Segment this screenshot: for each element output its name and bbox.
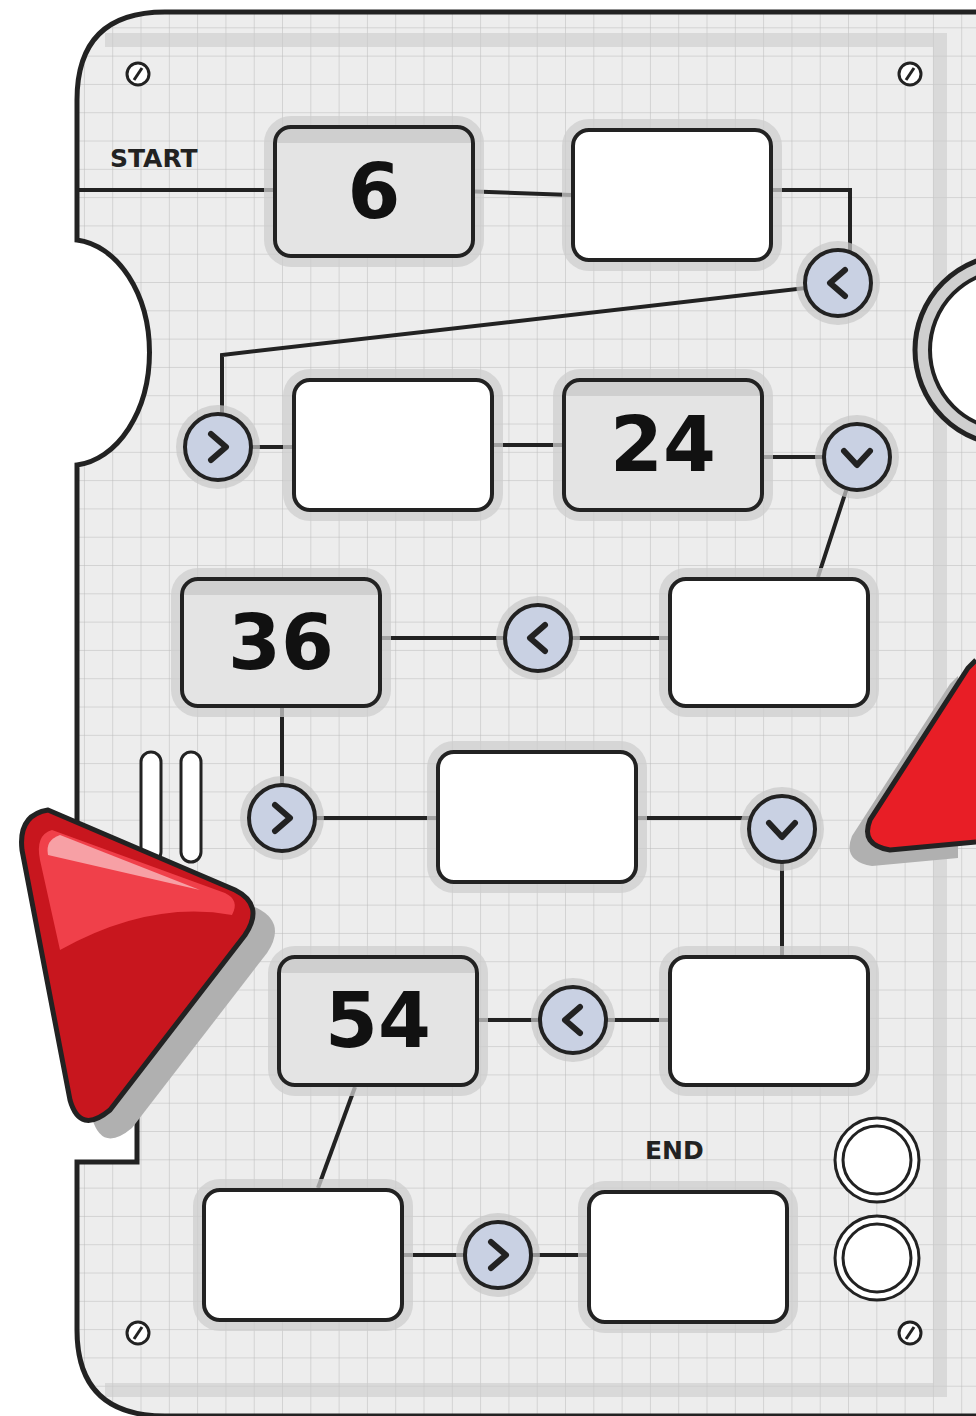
answer-box bbox=[292, 378, 494, 512]
number-box: 6 bbox=[273, 125, 475, 258]
direction-marker bbox=[249, 785, 315, 851]
chevron-symbol bbox=[275, 805, 290, 831]
answer-box bbox=[668, 955, 870, 1087]
marker-halo bbox=[176, 405, 260, 489]
direction-marker bbox=[824, 424, 890, 490]
answer-box bbox=[571, 128, 773, 262]
chevron-symbol bbox=[844, 451, 870, 465]
chevron-symbol bbox=[769, 823, 795, 837]
marker-halo bbox=[796, 241, 880, 325]
direction-marker bbox=[749, 796, 815, 862]
end-label: END bbox=[645, 1138, 704, 1163]
number-box: 54 bbox=[277, 955, 479, 1087]
marker-halo bbox=[740, 787, 824, 871]
direction-marker bbox=[465, 1222, 531, 1288]
marker-halo bbox=[531, 978, 615, 1062]
chevron-symbol bbox=[565, 1007, 580, 1033]
marker-halo bbox=[815, 415, 899, 499]
answer-box bbox=[202, 1188, 404, 1322]
number-text: 54 bbox=[325, 983, 431, 1059]
answer-box bbox=[436, 750, 638, 884]
number-box: 24 bbox=[562, 378, 764, 512]
marker-halo bbox=[456, 1213, 540, 1297]
answer-box bbox=[587, 1190, 789, 1324]
direction-marker bbox=[805, 250, 871, 316]
chevron-symbol bbox=[491, 1242, 506, 1268]
number-text: 6 bbox=[348, 154, 401, 230]
direction-marker bbox=[185, 414, 251, 480]
number-text: 36 bbox=[228, 605, 334, 681]
chevron-symbol bbox=[530, 625, 545, 651]
connector-line bbox=[494, 443, 562, 447]
marker-halo bbox=[496, 596, 580, 680]
marker-halo bbox=[240, 776, 324, 860]
number-text: 24 bbox=[610, 407, 716, 483]
connector-line bbox=[475, 192, 571, 196]
direction-marker bbox=[505, 605, 571, 671]
answer-box bbox=[668, 577, 870, 708]
chevron-symbol bbox=[830, 270, 845, 296]
chevron-symbol bbox=[211, 434, 226, 460]
direction-marker bbox=[540, 987, 606, 1053]
number-box: 36 bbox=[180, 577, 382, 708]
connector-line bbox=[318, 1087, 355, 1188]
start-label: START bbox=[110, 146, 198, 171]
